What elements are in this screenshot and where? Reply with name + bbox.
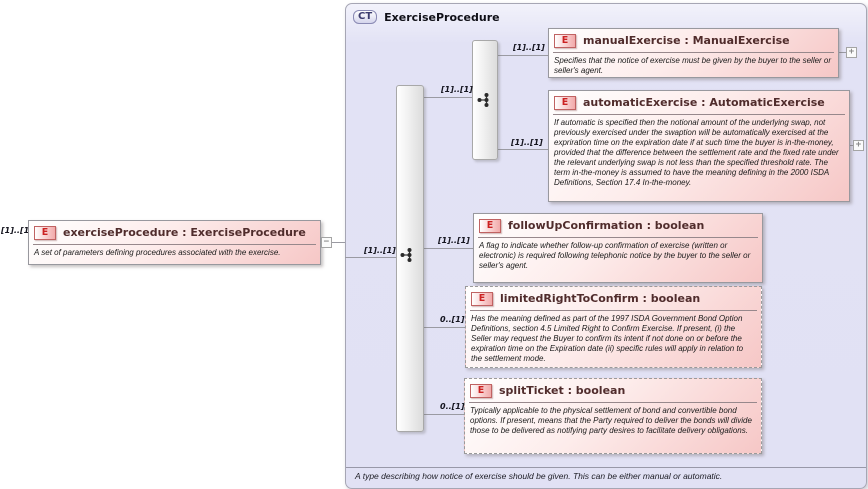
divider xyxy=(553,114,845,115)
element-description: A flag to indicate whether follow-up con… xyxy=(479,241,751,270)
collapse-button[interactable]: − xyxy=(321,237,332,248)
element-header: E splitTicket : boolean xyxy=(465,379,761,401)
element-description: A set of parameters defining procedures … xyxy=(34,248,281,257)
cardinality-label: [1]..[1] xyxy=(438,236,470,245)
element-box-exerciseProcedure[interactable]: E exerciseProcedure : ExerciseProcedure … xyxy=(28,220,321,265)
element-badge: E xyxy=(471,291,493,306)
divider xyxy=(469,402,757,403)
connector-line xyxy=(424,248,473,249)
element-badge: E xyxy=(554,33,576,48)
complex-type-badge: CT xyxy=(353,10,378,24)
element-title: automaticExercise : AutomaticExercise xyxy=(583,96,825,109)
connector-line xyxy=(424,327,465,328)
element-title: splitTicket : boolean xyxy=(499,384,626,397)
cardinality-label: [1]..[1] xyxy=(364,246,396,255)
element-title: exerciseProcedure : ExerciseProcedure xyxy=(63,226,306,239)
element-badge: E xyxy=(34,225,56,240)
divider xyxy=(470,310,757,311)
divider xyxy=(553,52,834,53)
cardinality-label: [1]..[1] xyxy=(1,226,33,235)
element-box-splitTicket[interactable]: E splitTicket : boolean Typically applic… xyxy=(464,378,762,454)
complex-type-title: ExerciseProcedure xyxy=(384,10,500,24)
element-header: E followUpConfirmation : boolean xyxy=(474,214,762,236)
element-badge: E xyxy=(470,383,492,398)
connector-line xyxy=(850,145,853,146)
complex-type-annotation: A type describing how notice of exercise… xyxy=(346,467,866,488)
sequence-compositor-icon xyxy=(400,248,412,262)
complex-type-header: CT ExerciseProcedure xyxy=(346,4,866,24)
element-header: E manualExercise : ManualExercise xyxy=(549,29,838,51)
element-box-manualExercise[interactable]: E manualExercise : ManualExercise Specif… xyxy=(548,28,839,78)
element-description: Typically applicable to the physical set… xyxy=(470,406,752,435)
divider xyxy=(33,244,316,245)
element-description: Has the meaning defined as part of the 1… xyxy=(471,314,744,363)
element-title: followUpConfirmation : boolean xyxy=(508,219,705,232)
element-description: Specifies that the notice of exercise mu… xyxy=(554,56,832,75)
connector-line xyxy=(498,149,548,150)
element-title: manualExercise : ManualExercise xyxy=(583,34,790,47)
expand-button-automaticExercise[interactable]: + xyxy=(853,140,864,151)
choice-compositor-icon xyxy=(477,93,489,107)
cardinality-label: [1]..[1] xyxy=(513,43,545,52)
element-header: E automaticExercise : AutomaticExercise xyxy=(549,91,849,113)
element-box-automaticExercise[interactable]: E automaticExercise : AutomaticExercise … xyxy=(548,90,850,202)
element-box-followUpConfirmation[interactable]: E followUpConfirmation : boolean A flag … xyxy=(473,213,763,283)
element-header: E exerciseProcedure : ExerciseProcedure xyxy=(29,221,320,243)
connector-line xyxy=(424,414,464,415)
element-description: If automatic is specified then the notio… xyxy=(554,118,839,187)
connector-line xyxy=(345,257,396,258)
cardinality-label: [1]..[1] xyxy=(511,138,543,147)
element-title: limitedRightToConfirm : boolean xyxy=(500,292,701,305)
divider xyxy=(478,237,758,238)
choice-compositor[interactable] xyxy=(472,40,498,160)
element-badge: E xyxy=(554,95,576,110)
connector-line xyxy=(424,97,472,98)
connector-line xyxy=(498,55,548,56)
element-badge: E xyxy=(479,218,501,233)
element-header: E limitedRightToConfirm : boolean xyxy=(466,287,761,309)
connector-line xyxy=(839,52,846,53)
cardinality-label: [1]..[1] xyxy=(441,85,473,94)
cardinality-label: 0..[1] xyxy=(440,402,465,411)
expand-button-manualExercise[interactable]: + xyxy=(846,47,857,58)
cardinality-label: 0..[1] xyxy=(440,315,465,324)
element-box-limitedRightToConfirm[interactable]: E limitedRightToConfirm : boolean Has th… xyxy=(465,286,762,368)
